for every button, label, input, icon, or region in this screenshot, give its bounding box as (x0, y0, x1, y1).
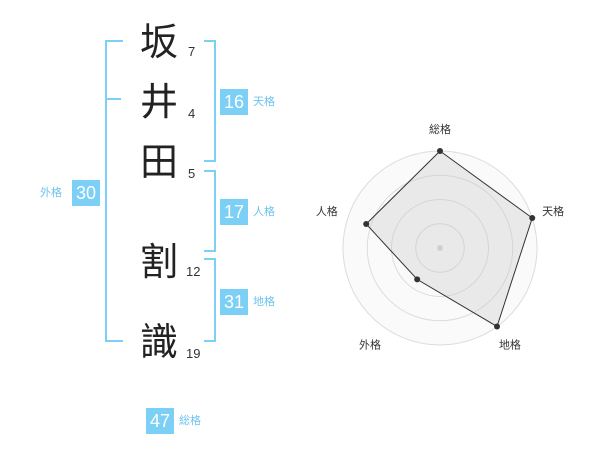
stroke-count-5: 19 (186, 346, 201, 361)
chikaku-label: 地格 (253, 295, 275, 308)
jinkaku-bracket (204, 170, 216, 252)
stroke-count-1: 7 (188, 44, 196, 59)
name-char-4: 割 (140, 240, 179, 284)
jinkaku-label: 人格 (253, 205, 275, 218)
name-char-5: 識 (140, 320, 179, 364)
radar-ring (415, 223, 465, 273)
radar-axis-label-4: 外格 (359, 337, 381, 351)
gaikaku-bracket (105, 40, 123, 342)
stroke-count-3: 5 (188, 166, 196, 181)
radar-point-3 (494, 323, 501, 330)
jinkaku-score: 17 (220, 199, 248, 225)
gaikaku-bracket-tick (105, 98, 121, 100)
chikaku-bracket (204, 258, 216, 342)
soukaku-score: 47 (146, 408, 174, 434)
radar-point-4 (414, 276, 421, 283)
stroke-count-2: 4 (188, 106, 196, 121)
soukaku-label: 総格 (179, 414, 201, 427)
radar-point-5 (363, 221, 370, 228)
chikaku-score: 31 (220, 289, 248, 315)
tenkaku-score: 16 (220, 89, 248, 115)
radar-axis-label-3: 地格 (499, 337, 521, 351)
gaikaku-score: 30 (72, 180, 100, 206)
radar-axis-label-2: 天格 (542, 204, 564, 218)
radar-center-dot (437, 245, 443, 251)
name-char-1: 坂 (140, 20, 179, 64)
radar-axis-label-1: 総格 (429, 122, 451, 136)
radar-ring (366, 174, 514, 322)
tenkaku-bracket (204, 40, 216, 162)
radar-series-polygon (365, 150, 533, 328)
radar-ring (391, 199, 489, 297)
radar-axis-label-5: 人格 (316, 204, 338, 218)
radar-point-2 (529, 215, 536, 222)
gaikaku-label: 外格 (40, 186, 62, 199)
radar-point-1 (437, 148, 443, 154)
stroke-count-4: 12 (186, 264, 201, 279)
tenkaku-label: 天格 (253, 95, 275, 108)
name-char-2: 井 (140, 80, 179, 124)
name-char-3: 田 (140, 140, 179, 184)
